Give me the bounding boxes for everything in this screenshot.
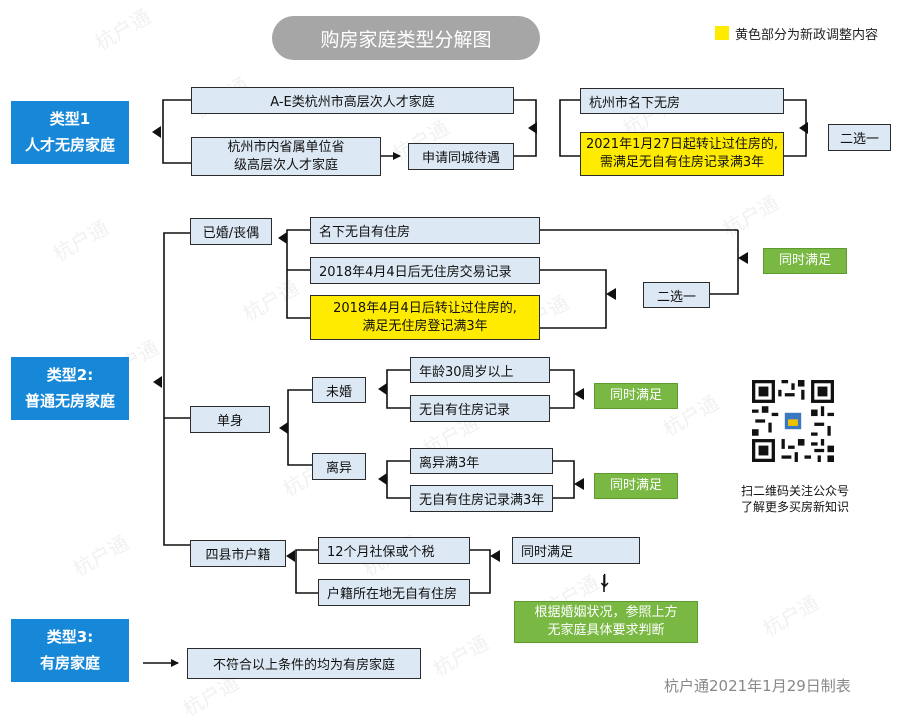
county-both-met-box: 同时满足 [512,537,640,564]
county-hukou-box: 四县市户籍 [190,540,286,567]
divorced-both-met-box: 同时满足 [594,473,678,499]
type2-title: 普通无房家庭 [24,391,115,410]
hz-no-house-box: 杭州市名下无房 [580,88,784,114]
type2-transfer-rule-box: 2018年4月4日后转让过住房的, 满足无住房登记满3年 [310,295,540,340]
type1-choose-one-box: 二选一 [828,124,891,151]
married-both-met-box: 同时满足 [763,248,847,274]
type2-box: 类型2: 普通无房家庭 [11,357,129,420]
unmarried-both-met-box: 同时满足 [594,383,678,409]
judge-line1: 根据婚姻状况，参照上方 [534,604,678,620]
qr-code-icon [752,380,834,462]
no-trade-record-box: 2018年4月4日后无住房交易记录 [310,257,540,284]
type3-title: 有房家庭 [39,653,100,672]
talent-provincial-line1: 杭州市内省属单位省 [227,139,345,155]
type2-transfer-line1: 2018年4月4日后转让过住房的, [333,300,517,316]
social-security-box: 12个月社保或个税 [318,537,470,564]
judge-line2: 无家庭具体要求判断 [547,623,665,638]
divorced-3y-box: 离异满3年 [410,448,553,474]
talent-provincial-box: 杭州市内省属单位省 级高层次人才家庭 [191,137,381,176]
type2-transfer-line2: 满足无住房登记满3年 [362,318,488,334]
type2-choose-one-box: 二选一 [643,282,710,308]
judge-by-marriage-box: 根据婚姻状况，参照上方 无家庭具体要求判断 [514,601,698,643]
no-own-house-box: 名下无自有住房 [310,217,540,244]
hukou-no-house-box: 户籍所在地无自有住房 [318,579,470,606]
age-30-box: 年龄30周岁以上 [410,357,550,383]
no-house-record-box: 无自有住房记录 [410,395,550,422]
unmarried-box: 未婚 [312,377,366,403]
type2-label: 类型2: [46,366,94,384]
type3-box: 类型3: 有房家庭 [11,619,129,682]
type1-box: 类型1 人才无房家庭 [11,101,129,164]
divorced-box: 离异 [312,453,366,480]
qr-caption-line2: 了解更多买房新知识 [741,500,850,514]
qr-caption-line1: 扫二维码关注公众号 [741,484,850,498]
type1-transfer-line2: 需满足无自有住房记录满3年 [599,155,765,170]
legend-swatch [715,26,729,40]
no-record-3y-box: 无自有住房记录满3年 [410,485,553,512]
talent-provincial-line2: 级高层次人才家庭 [233,157,338,173]
type3-desc-box: 不符合以上条件的均为有房家庭 [187,648,421,679]
type3-label: 类型3: [46,628,94,646]
page-title: 购房家庭类型分解图 [272,16,540,60]
single-box: 单身 [190,406,270,433]
apply-same-city-box: 申请同城待遇 [408,143,514,170]
down-arrow-icon: ↓ [597,571,613,592]
type1-transfer-rule-box: 2021年1月27日起转让过住房的, 需满足无自有住房记录满3年 [580,132,784,176]
type1-transfer-line1: 2021年1月27日起转让过住房的, [585,137,779,153]
footer-note: 杭户通2021年1月29日制表 [664,677,851,695]
talent-ae-box: A-E类杭州市高层次人才家庭 [191,87,514,114]
married-widowed-box: 已婚/丧偶 [190,218,272,245]
type1-title: 人才无房家庭 [24,135,115,154]
legend-text: 黄色部分为新政调整内容 [735,28,879,43]
type1-label: 类型1 [49,110,91,128]
